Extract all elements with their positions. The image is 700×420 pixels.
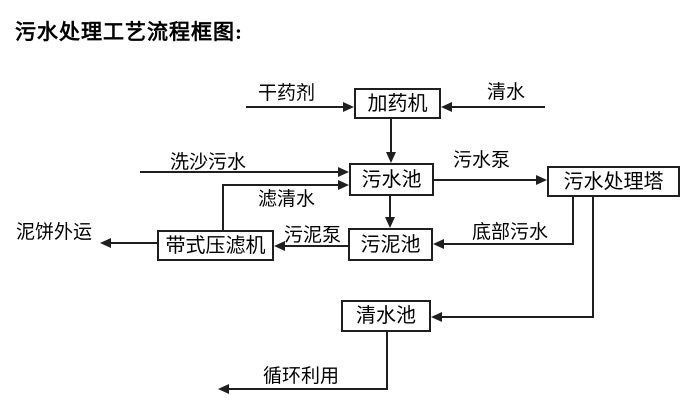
node-belt-filter-press-label: 带式压滤机 — [165, 234, 266, 257]
edge-sludge-pump-label: 污泥泵 — [284, 225, 342, 246]
edge-dosing-to-sewage-line — [390, 118, 392, 154]
arrowhead-left-icon — [218, 384, 229, 394]
arrowhead-right-icon — [338, 167, 349, 177]
arrowhead-down-icon — [386, 152, 396, 163]
edge-sand-washing-label: 洗沙污水 — [170, 152, 247, 173]
edge-sewage-pump-label: 污水泵 — [453, 150, 511, 171]
node-sludge-pool: 污泥池 — [348, 228, 433, 261]
edge-recycle-line — [228, 388, 388, 390]
node-belt-filter-press: 带式压滤机 — [157, 230, 274, 261]
node-sewage-pool-label: 污水池 — [361, 168, 422, 191]
arrowhead-down-icon — [385, 217, 395, 228]
edge-dry-agent-label: 干药剂 — [258, 83, 316, 104]
node-dosing-machine: 加药机 — [354, 88, 441, 119]
edge-tower-to-clear-line — [441, 316, 594, 318]
edge-clear-water-label: 清水 — [487, 82, 526, 103]
edge-tower-to-clear-vline — [592, 197, 594, 318]
arrowhead-right-icon — [338, 180, 349, 190]
node-sewage-pool: 污水池 — [349, 163, 434, 196]
arrowhead-right-icon — [536, 175, 547, 185]
arrowhead-right-icon — [343, 102, 354, 112]
edge-filtered-water-label: 滤清水 — [258, 189, 316, 210]
arrowhead-left-icon — [431, 312, 442, 322]
node-sludge-pool-label: 污泥池 — [360, 233, 421, 256]
edge-clear-water-line — [452, 106, 545, 108]
node-treatment-tower-label: 污水处理塔 — [563, 170, 664, 193]
edge-bottom-sewage-line — [443, 243, 574, 245]
edge-sand-washing-line — [140, 171, 339, 173]
edge-mud-cake-label: 泥饼外运 — [16, 222, 93, 243]
node-treatment-tower: 污水处理塔 — [547, 166, 680, 197]
arrowhead-left-icon — [274, 241, 285, 251]
edge-filtered-water-vline — [222, 184, 224, 230]
edge-dry-agent-line — [246, 106, 344, 108]
arrowhead-left-icon — [433, 239, 444, 249]
edge-filtered-water-line — [222, 184, 339, 186]
edge-recycle-label: 循环利用 — [263, 366, 340, 387]
edge-sewage-pump-line — [433, 179, 537, 181]
node-dosing-machine-label: 加药机 — [367, 92, 428, 115]
edge-bottom-sewage-vline — [572, 197, 574, 244]
edge-recycle-vline — [386, 332, 388, 390]
arrowhead-left-icon — [100, 238, 111, 248]
edge-sewage-to-sludge-line — [389, 196, 391, 219]
node-clear-water-pool: 清水池 — [341, 300, 431, 332]
edge-bottom-sewage-label: 底部污水 — [472, 222, 549, 243]
node-clear-water-pool-label: 清水池 — [356, 305, 416, 327]
edge-sludge-pump-line — [284, 245, 348, 247]
edge-mud-cake-line — [110, 242, 157, 244]
page-title: 污水处理工艺流程框图: — [15, 20, 243, 44]
arrowhead-left-icon — [441, 102, 452, 112]
